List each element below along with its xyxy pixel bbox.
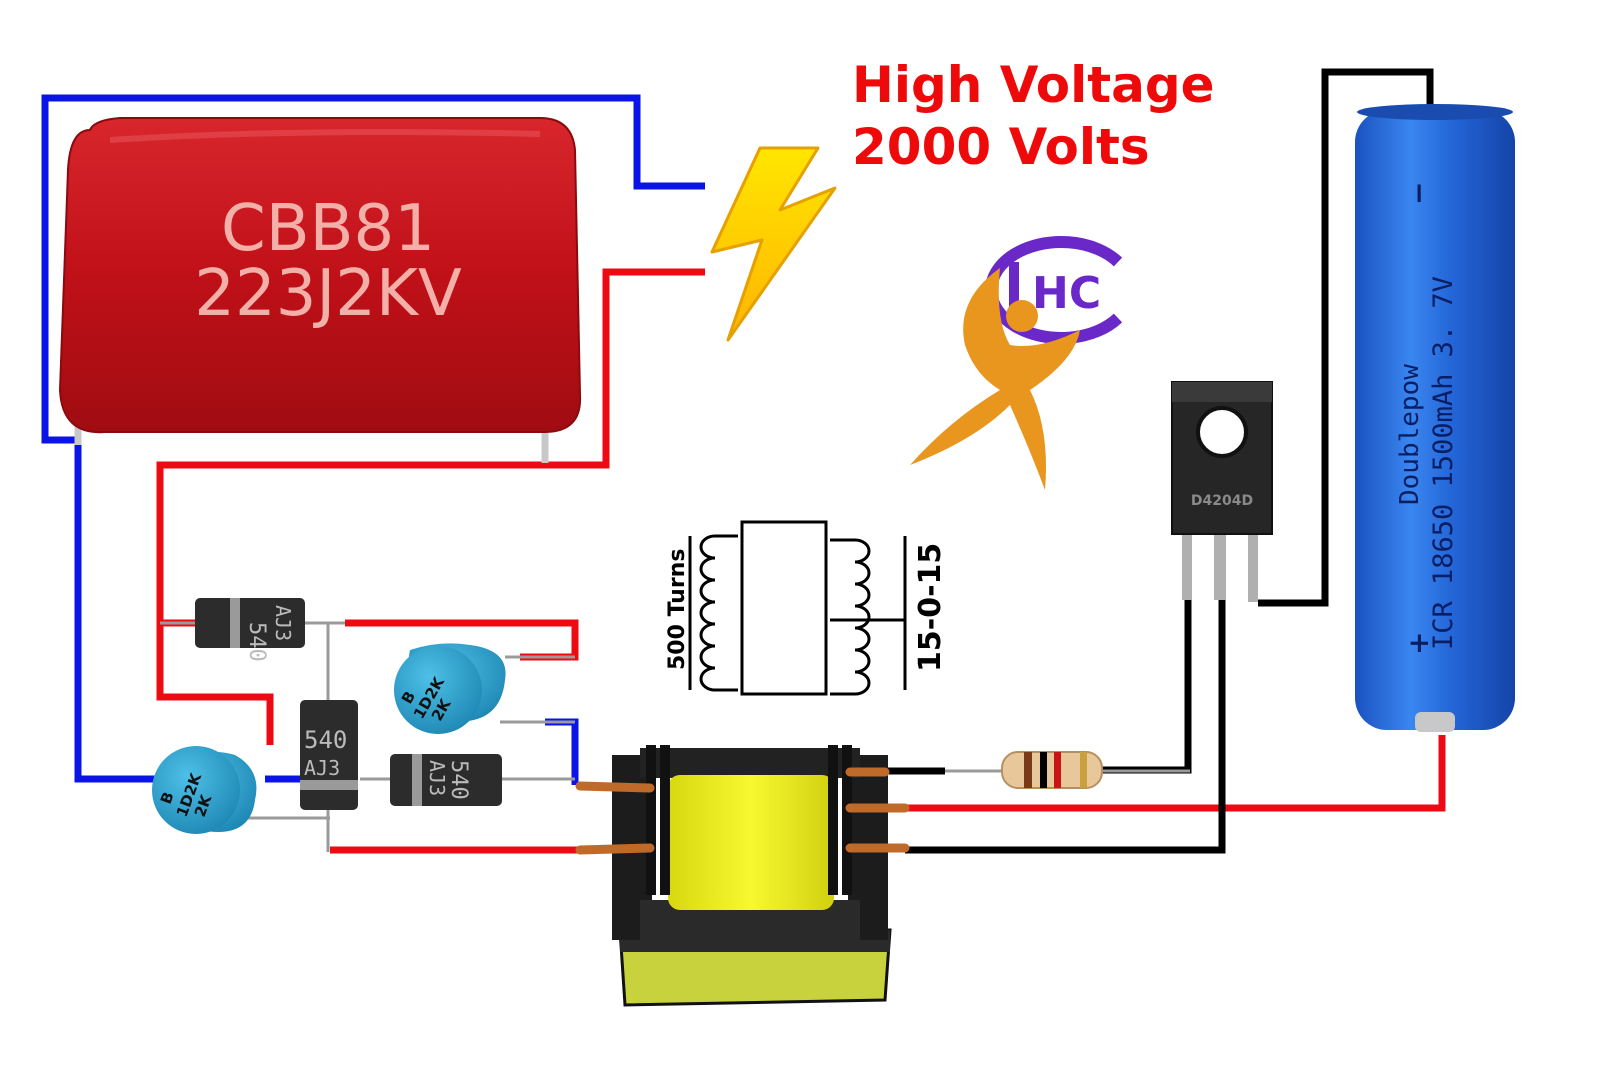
primary-coil bbox=[699, 534, 738, 692]
blue-wire-top bbox=[41, 94, 705, 444]
diode-3: 540 AJ3 bbox=[390, 754, 502, 806]
battery-spec: ICR 18650 1500mAh 3. 7V bbox=[1428, 276, 1459, 650]
capacitor-label-2: 223J2KV bbox=[194, 257, 462, 331]
diode-1-line-1: 540 bbox=[244, 622, 269, 662]
diode-3-line-2: AJ3 bbox=[425, 760, 449, 796]
secondary-label: 15-0-15 bbox=[913, 543, 948, 672]
blue-wire-left bbox=[74, 440, 165, 783]
lightning-bolt-icon bbox=[710, 146, 837, 342]
transistor: D4204D bbox=[1171, 381, 1273, 602]
title-line-1: High Voltage bbox=[852, 56, 1215, 114]
battery-plus: + bbox=[1402, 632, 1435, 655]
battery-brand: Doublepow bbox=[1395, 364, 1425, 505]
blue-wire-right bbox=[545, 718, 579, 785]
primary-turns-label: 500 Turns bbox=[665, 549, 690, 670]
resistor bbox=[1001, 751, 1103, 789]
ceramic-capacitor-2: B 1D2K 2K bbox=[152, 746, 257, 834]
battery: Doublepow ICR 18650 1500mAh 3. 7V − + bbox=[1355, 104, 1515, 732]
transformer-symbol bbox=[688, 520, 907, 696]
black-wire-resistor bbox=[1102, 598, 1192, 774]
title: High Voltage 2000 Volts bbox=[852, 56, 1215, 176]
diode-1: 540 AJ3 bbox=[195, 598, 305, 662]
component-leads bbox=[160, 621, 1190, 852]
film-capacitor: CBB81 223J2KV bbox=[58, 117, 582, 463]
secondary-coil bbox=[830, 538, 871, 696]
wires bbox=[41, 68, 1446, 854]
red-wire-left-loop bbox=[156, 623, 274, 745]
logo-text: HC bbox=[1032, 268, 1101, 319]
battery-minus: − bbox=[1402, 182, 1435, 205]
red-wire-battery bbox=[905, 735, 1446, 812]
ceramic-capacitor-1: B 1D2K 2K bbox=[394, 643, 506, 734]
title-line-2: 2000 Volts bbox=[852, 118, 1150, 176]
black-wire-collector bbox=[905, 600, 1226, 854]
diode-1-line-2: AJ3 bbox=[271, 605, 295, 641]
hc-logo-icon: HC bbox=[910, 236, 1123, 490]
ferrite-transformer bbox=[575, 745, 910, 1007]
black-wire-battery-top bbox=[1258, 68, 1434, 607]
diode-2-line-1: 540 bbox=[304, 726, 347, 754]
diode-2: 540 AJ3 bbox=[300, 700, 358, 810]
transistor-label: D4204D bbox=[1191, 493, 1253, 509]
diode-2-line-2: AJ3 bbox=[304, 756, 340, 780]
diode-3-line-1: 540 bbox=[446, 760, 471, 800]
capacitor-label-1: CBB81 bbox=[221, 192, 435, 266]
